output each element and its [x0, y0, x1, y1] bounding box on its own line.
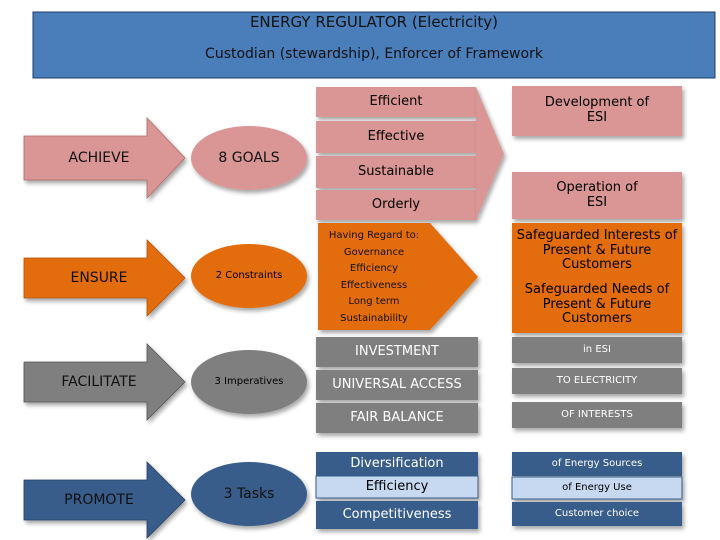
constraints-list: Having Regard to: Governance Efficiency … — [318, 228, 430, 328]
promote-item-right: of Energy Use — [562, 482, 632, 494]
constraint-item: Sustainability — [340, 312, 408, 324]
promote-item-right: Customer choice — [554, 508, 640, 520]
outcome-box-operation — [512, 172, 682, 219]
promote-right-1 — [512, 452, 682, 476]
promote-item-right: of Energy Sources — [551, 458, 643, 470]
promote-right-3 — [512, 502, 682, 526]
ensure-label: ENSURE — [70, 269, 128, 286]
facilitate-left-1 — [316, 337, 478, 367]
goal-box-orderly — [316, 190, 476, 220]
banner-title: ENERGY REGULATOR (Electricity) — [249, 13, 499, 32]
interest-safeguarded-needs: Safeguarded Needs of Present & Future Cu… — [524, 281, 670, 327]
facilitate-arrow — [23, 343, 186, 421]
achieve-label: ACHIEVE — [68, 149, 130, 166]
facilitate-left-3 — [316, 403, 478, 433]
constraint-item: Effectiveness — [340, 279, 408, 291]
tasks-count-ellipse — [191, 462, 307, 526]
promote-left-2 — [315, 475, 479, 499]
constraints-arrow — [318, 223, 478, 330]
outcome-development: Development of ESI — [544, 95, 650, 125]
interests-box — [512, 223, 682, 333]
goals-count-ellipse — [191, 126, 307, 190]
ensure-arrow — [23, 239, 186, 317]
promote-item-left: Diversification — [350, 455, 444, 471]
imperatives-count-ellipse — [191, 350, 307, 414]
constraint-item: Governance — [343, 246, 405, 258]
facilitate-item-right: in ESI — [583, 344, 611, 356]
banner-subtitle: Custodian (stewardship), Enforcer of Fra… — [205, 45, 543, 62]
goal-sustainable: Sustainable — [357, 163, 434, 179]
goal-box-sustainable — [316, 156, 476, 188]
goals-arrow — [476, 87, 504, 220]
constraints-count-ellipse — [191, 244, 307, 308]
facilitate-right-3 — [512, 402, 682, 428]
constraints-count-label: 2 Constraints — [215, 270, 283, 282]
goal-orderly: Orderly — [371, 196, 421, 212]
goal-efficient: Efficient — [369, 93, 423, 109]
promote-right-2 — [511, 476, 683, 500]
promote-item-left: Competitiveness — [342, 506, 452, 522]
facilitate-item-left: UNIVERSAL ACCESS — [332, 376, 462, 392]
facilitate-right-1 — [512, 337, 682, 363]
promote-label: PROMOTE — [64, 491, 134, 508]
goal-box-efficient — [316, 87, 476, 117]
achieve-arrow — [23, 116, 186, 200]
goal-box-effective — [316, 121, 476, 153]
facilitate-label: FACILITATE — [61, 373, 137, 390]
banner-box — [32, 11, 716, 79]
imperatives-count-label: 3 Imperatives — [214, 376, 284, 388]
outcome-operation: Operation of ESI — [556, 179, 638, 210]
facilitate-item-right: OF INTERESTS — [561, 409, 633, 421]
facilitate-left-2 — [316, 370, 478, 400]
constraint-item: Long term — [348, 296, 400, 307]
constraint-item: Efficiency — [349, 263, 399, 274]
goal-effective: Effective — [367, 128, 425, 144]
promote-left-3 — [316, 501, 478, 529]
facilitate-item-right: TO ELECTRICITY — [556, 375, 638, 387]
outcome-box-development — [512, 86, 682, 136]
interest-safeguarded-interests: Safeguarded Interests of Present & Futur… — [516, 227, 678, 273]
facilitate-right-2 — [512, 368, 682, 394]
promote-arrow — [23, 461, 186, 539]
tasks-count-label: 3 Tasks — [223, 485, 275, 502]
promote-left-1 — [316, 452, 478, 476]
goals-count-label: 8 GOALS — [218, 149, 280, 166]
constraint-item: Having Regard to: — [328, 230, 420, 241]
facilitate-item-left: INVESTMENT — [355, 343, 439, 359]
promote-item-left: Efficiency — [365, 478, 429, 494]
facilitate-item-left: FAIR BALANCE — [350, 409, 444, 425]
